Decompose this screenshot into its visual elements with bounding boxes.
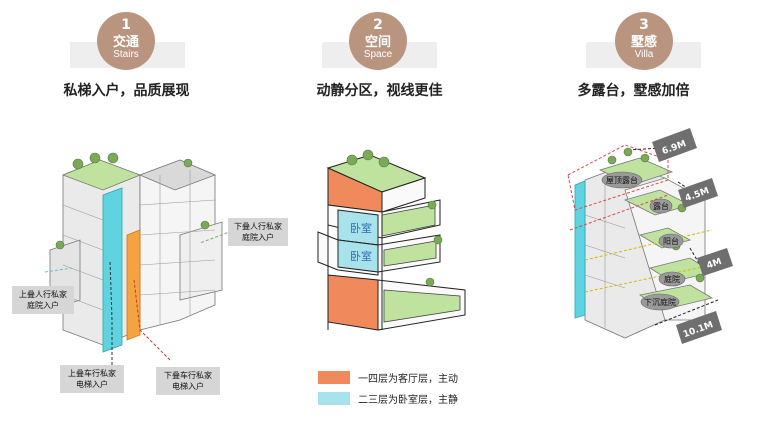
label-balcony: 阳台 (663, 236, 679, 246)
label-sunken: 下沉庭院 (644, 297, 676, 307)
label-terrace: 露台 (653, 201, 669, 211)
label-courtyard: 庭院 (664, 274, 680, 284)
label-rooftop: 屋顶露台 (606, 175, 638, 185)
